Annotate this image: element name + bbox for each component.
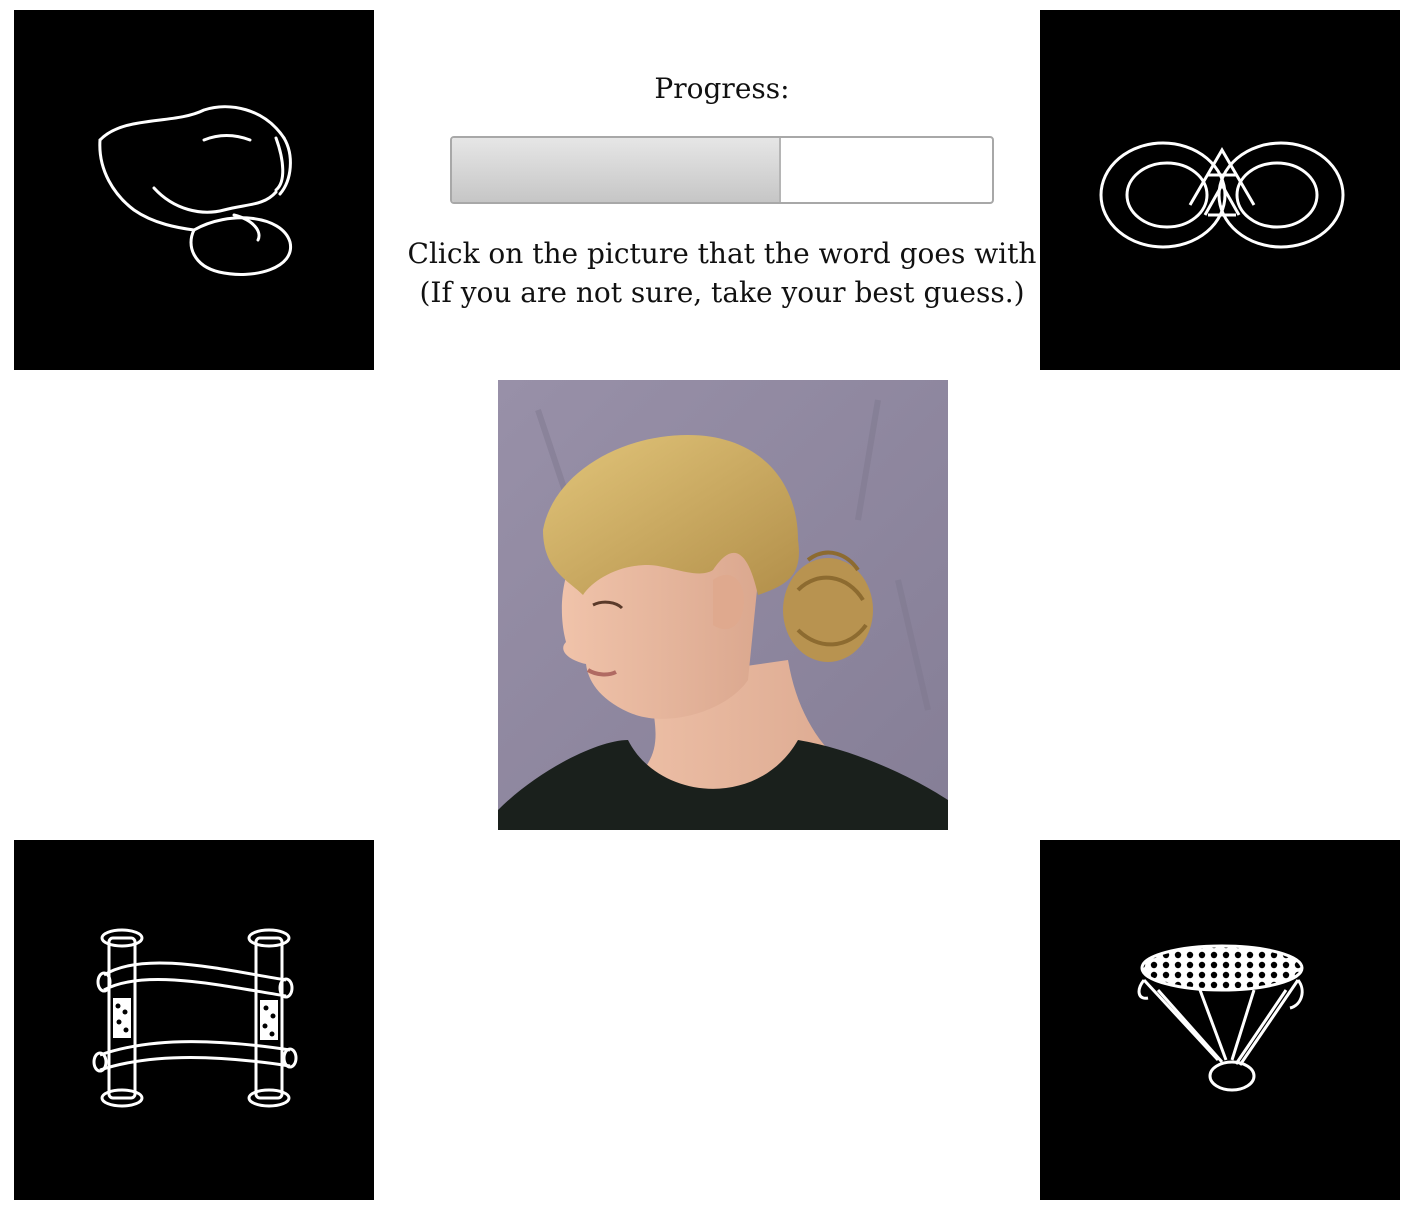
interlocked-rings-object-icon	[1099, 141, 1345, 249]
instruction-line-2: (If you are not sure, take your best gue…	[419, 276, 1025, 309]
curled-loop-object-icon	[98, 105, 292, 276]
instruction-line-1: Click on the picture that the word goes …	[407, 237, 1037, 270]
progress-label: Progress:	[654, 72, 790, 105]
signer-video	[498, 380, 948, 830]
choice-top-left[interactable]	[14, 10, 374, 370]
choice-top-right[interactable]	[1040, 10, 1400, 370]
choice-bottom-left[interactable]	[14, 840, 374, 1200]
mesh-cone-object-icon	[1137, 944, 1304, 1092]
choice-bottom-right[interactable]	[1040, 840, 1400, 1200]
progress-fill	[452, 138, 782, 202]
progress-bar	[450, 136, 994, 204]
signer-photo	[498, 380, 948, 830]
instructions: Click on the picture that the word goes …	[382, 234, 1062, 312]
bar-frame-object-icon	[92, 928, 298, 1108]
